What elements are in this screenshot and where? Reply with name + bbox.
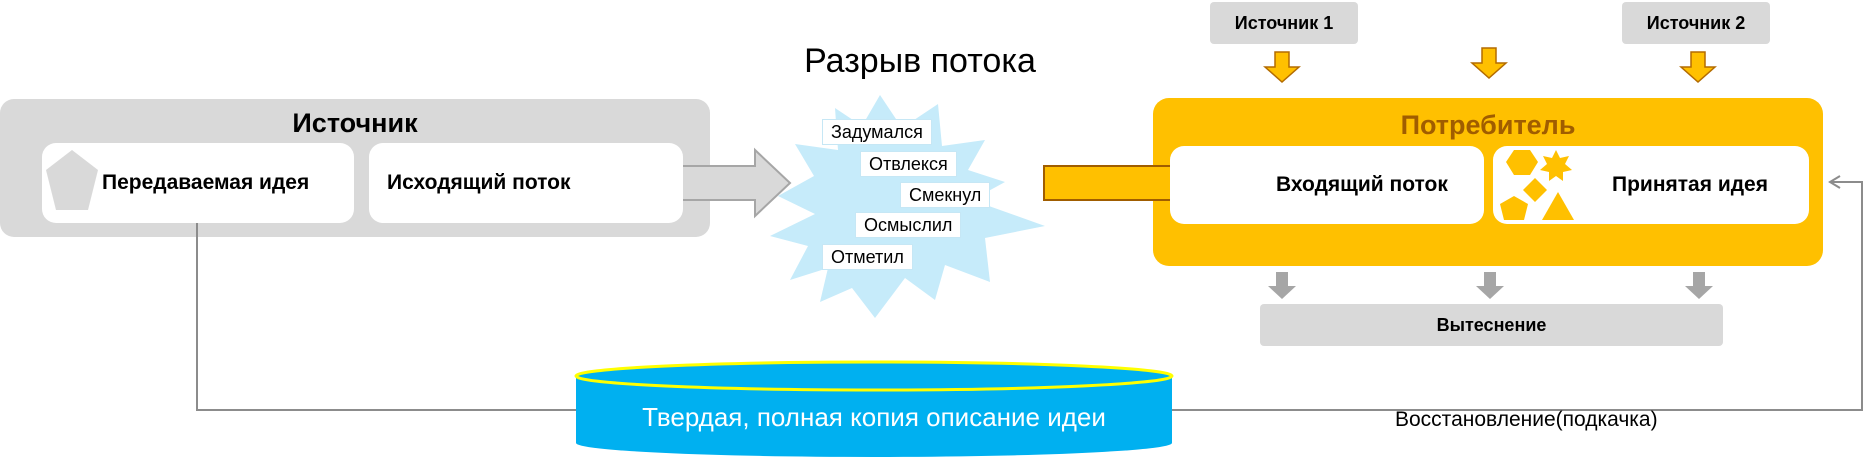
outflow-label: Исходящий поток bbox=[387, 171, 571, 194]
mid-source-down-arrow bbox=[1470, 47, 1508, 80]
burst-item: Смекнул bbox=[900, 182, 991, 208]
inflow-box: Входящий поток bbox=[1170, 146, 1484, 224]
source-title: Источник bbox=[292, 108, 418, 138]
transmitted-idea-box: Передаваемая идея bbox=[42, 143, 354, 223]
source2-down-arrow bbox=[1679, 51, 1717, 84]
displacement-arrow-right bbox=[1685, 272, 1713, 299]
source1-down-arrow bbox=[1263, 51, 1301, 84]
source-1-label: Источник 1 bbox=[1210, 2, 1358, 44]
flow-break-title: Разрыв потока bbox=[804, 42, 1036, 80]
connector-copy-to-accepted bbox=[1172, 181, 1863, 411]
idea-copy-cylinder bbox=[574, 360, 1174, 457]
source-2-label: Источник 2 bbox=[1622, 2, 1770, 44]
displacement-arrow-mid bbox=[1476, 272, 1504, 299]
transmitted-idea-label: Передаваемая идея bbox=[102, 171, 310, 194]
displacement-arrow-left bbox=[1268, 272, 1296, 299]
outflow-box: Исходящий поток bbox=[369, 143, 683, 223]
inflow-label: Входящий поток bbox=[1276, 173, 1448, 196]
connector-idea-to-copy bbox=[196, 223, 576, 411]
connector-arrowhead-accepted bbox=[1828, 175, 1841, 189]
displacement-label: Вытеснение bbox=[1260, 304, 1723, 346]
burst-item: Отвлекся bbox=[860, 151, 957, 177]
accepted-idea-label: Принятая идея bbox=[1612, 173, 1768, 196]
consumer-title: Потребитель bbox=[1400, 110, 1576, 140]
idea-copy-label: Твердая, полная копия описание идеи bbox=[642, 402, 1106, 432]
burst-item: Осмыслил bbox=[855, 212, 962, 238]
shapes-cluster-icon bbox=[1500, 150, 1574, 220]
pentagon-icon bbox=[46, 150, 98, 210]
burst-item: Задумался bbox=[822, 119, 932, 145]
restore-label: Восстановление(подкачка) bbox=[1395, 408, 1658, 431]
burst-item: Отметил bbox=[822, 244, 913, 270]
